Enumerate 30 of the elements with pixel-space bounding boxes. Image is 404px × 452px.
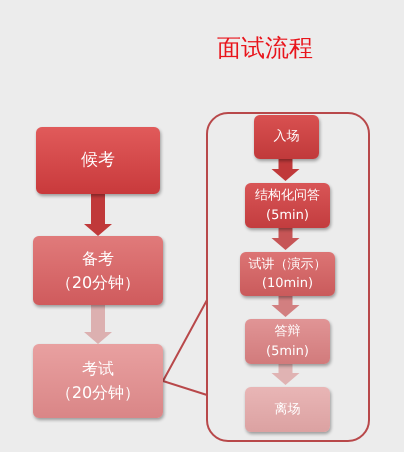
process-box — [33, 236, 163, 305]
process-box — [245, 183, 330, 228]
process-box — [254, 115, 319, 159]
step-label: 备考 — [82, 248, 114, 270]
step-label: 试讲（演示） — [248, 256, 326, 274]
process-box — [240, 252, 335, 296]
step-label: 答辩 — [274, 323, 300, 341]
step-label: 结构化问答 — [255, 187, 320, 205]
duration-label: (5min) — [266, 206, 309, 224]
duration-label: (10min) — [262, 275, 314, 293]
block-arrow — [84, 305, 112, 344]
process-box — [245, 319, 330, 364]
block-arrow — [272, 294, 300, 317]
process-box — [33, 344, 163, 418]
callout-pointer — [162, 299, 208, 396]
step-label: 入场 — [274, 128, 300, 146]
step-label: 考试 — [82, 358, 114, 380]
process-box — [36, 127, 160, 194]
step-label: 候考 — [81, 148, 115, 172]
duration-label: （20分钟） — [56, 272, 140, 294]
block-arrow — [272, 226, 300, 250]
callout-frame — [206, 112, 370, 442]
block-arrow — [84, 194, 112, 236]
process-box — [245, 387, 330, 432]
duration-label: （20分钟） — [56, 382, 140, 404]
block-arrow — [272, 362, 300, 385]
duration-label: (5min) — [266, 342, 309, 360]
diagram-title: 面试流程 — [216, 33, 314, 64]
step-label: 离场 — [274, 400, 300, 419]
block-arrow — [272, 157, 300, 181]
